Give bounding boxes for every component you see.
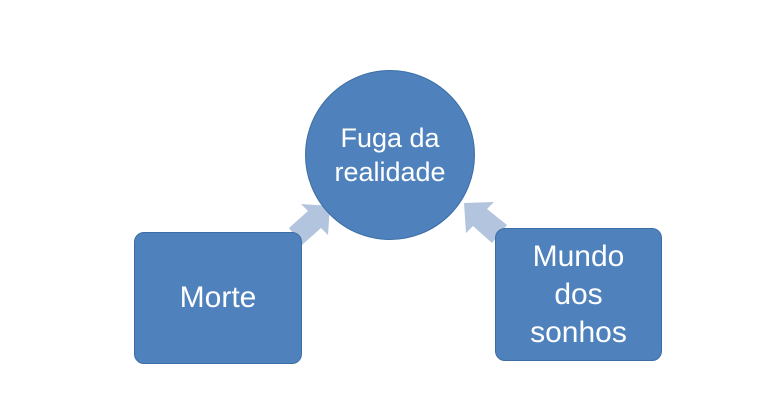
right-node-label: Mundo dos sonhos [530,239,627,349]
left-node-morte: Morte [134,232,302,364]
right-node-mundo-dos-sonhos: Mundo dos sonhos [495,228,662,361]
center-node-label: Fuga da realidade [334,123,446,187]
left-node-label: Morte [179,281,257,314]
center-node-fuga-da-realidade: Fuga da realidade [305,70,475,240]
